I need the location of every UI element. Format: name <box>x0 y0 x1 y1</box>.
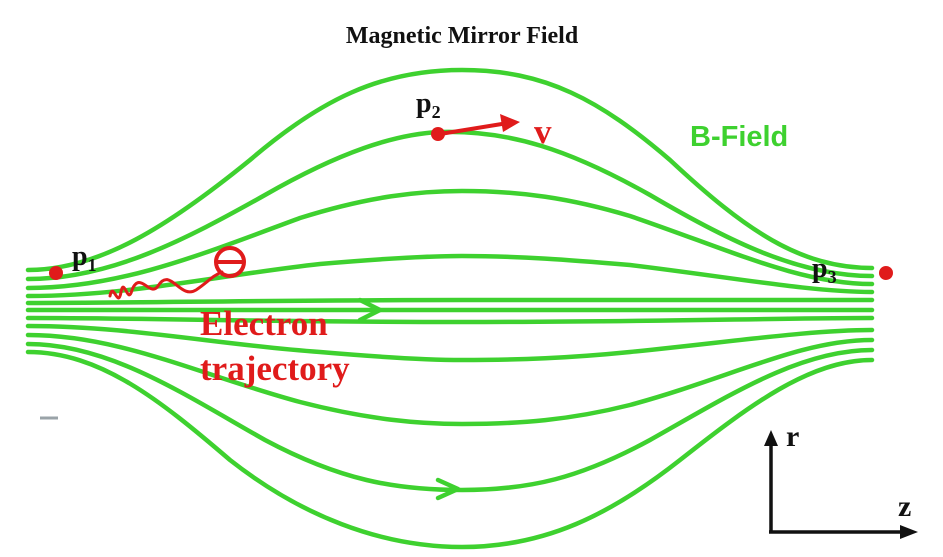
field-direction-arrow-bottom <box>435 477 461 501</box>
field-direction-arrow-center <box>357 297 383 323</box>
field-line-bottom-outer <box>25 349 875 550</box>
field-line-top-fourth <box>25 253 875 299</box>
rz-axes <box>764 430 918 539</box>
point-p3-label: p3 <box>812 253 837 287</box>
field-line-upper-inner <box>25 297 875 306</box>
point-p2-label: p2 <box>416 88 441 122</box>
field-line-top-third <box>25 188 875 291</box>
electron-trajectory-label-line2: trajectory <box>200 349 350 388</box>
field-line-bottom-second <box>25 341 875 493</box>
field-line-bottom-third <box>25 332 875 427</box>
velocity-label: v <box>534 112 552 151</box>
b-field-label: B-Field <box>690 121 788 153</box>
point-p1-marker <box>49 266 63 280</box>
electron-trajectory-label-line1: Electron <box>200 304 328 343</box>
velocity-arrow <box>438 114 520 136</box>
point-p3-marker <box>879 266 893 280</box>
field-line-lower-inner <box>25 315 875 325</box>
field-lines <box>25 67 875 550</box>
field-line-bottom-fourth <box>25 323 875 363</box>
electron-trajectory-path <box>108 270 224 300</box>
field-line-top-outer <box>25 67 875 273</box>
diagram-title: Magnetic Mirror Field <box>346 23 579 49</box>
axis-z-label: z <box>898 490 911 523</box>
axis-r-label: r <box>786 420 799 453</box>
point-p1-label: p1 <box>72 241 97 275</box>
circle-minus-electron-icon <box>214 246 246 278</box>
